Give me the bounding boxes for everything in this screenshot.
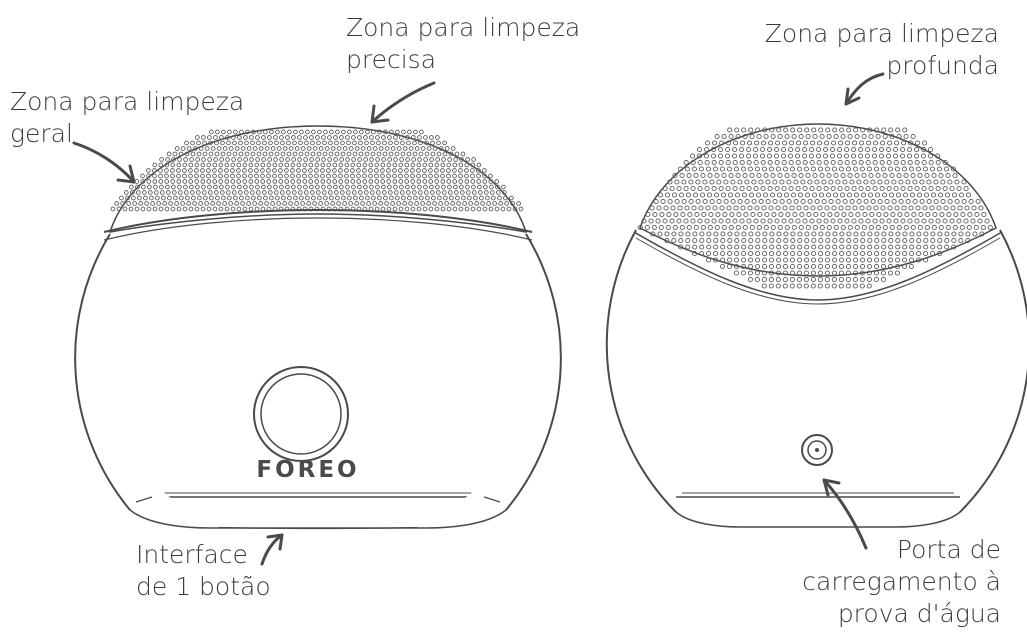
back-cap-rim: [633, 231, 1003, 301]
brand-logo: FOREO: [256, 457, 360, 483]
charging-port-mid: [807, 440, 827, 460]
label-charging-port: Porta de carregamento à prova d'água: [802, 535, 1001, 628]
charging-port-pin: [815, 448, 819, 452]
label-general-zone: Zona para limpeza geral: [10, 87, 245, 148]
arrow-button-interface: [260, 533, 284, 566]
label-precise-zone: Zona para limpeza precisa: [346, 13, 581, 74]
back-device: [605, 123, 1027, 528]
arrow-general-zone: [72, 141, 136, 184]
label-deep-zone: Zona para limpeza profunda: [764, 19, 999, 80]
front-device: [74, 125, 562, 530]
arrow-precise-zone: [370, 81, 436, 124]
front-button-inner: [260, 373, 342, 455]
back-bristles: [637, 127, 993, 289]
arrow-charging-port: [822, 478, 868, 550]
arrow-deep-zone: [844, 72, 885, 106]
label-button-interface: Interface de 1 botão: [136, 540, 271, 601]
front-body-outline: [74, 233, 562, 511]
charging-port-outer: [801, 434, 833, 466]
front-cap-rim: [103, 208, 533, 233]
front-button-outer: [253, 366, 349, 462]
